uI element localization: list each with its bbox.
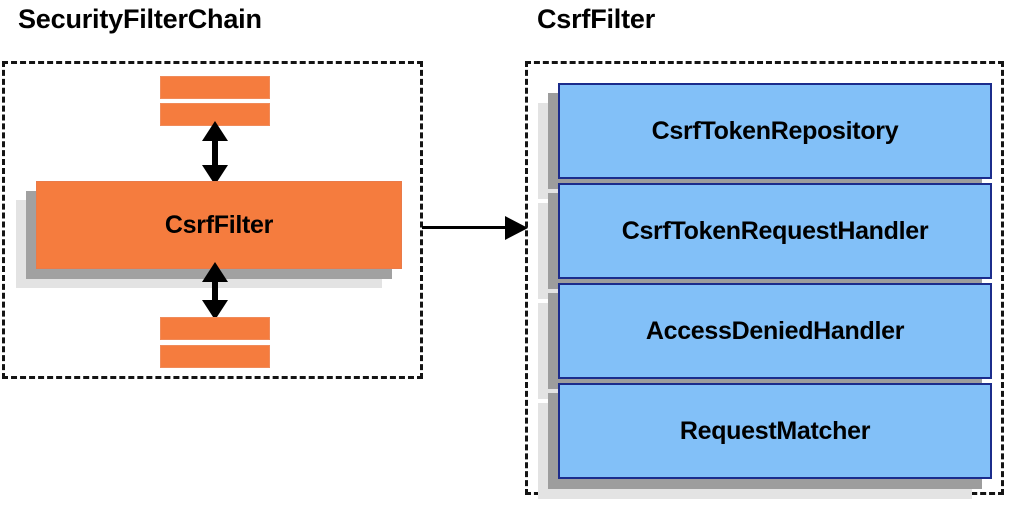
- component-box-stack: AccessDeniedHandler: [538, 283, 992, 399]
- arrow-head-down-icon: [202, 165, 228, 185]
- arrow-shaft: [212, 278, 218, 306]
- top-bidirectional-arrow: [202, 121, 228, 185]
- component-box-stack: RequestMatcher: [538, 383, 992, 499]
- component-box-label: CsrfTokenRequestHandler: [621, 216, 929, 245]
- component-box-access-denied-handler[interactable]: AccessDeniedHandler: [558, 283, 992, 379]
- filter-bar-bottom-1: [160, 317, 270, 340]
- security-filter-chain-title: SecurityFilterChain: [18, 4, 262, 34]
- filter-bar-bottom-2: [160, 345, 270, 368]
- arrow-shaft: [422, 226, 506, 229]
- filter-bar-top-1: [160, 76, 270, 99]
- component-box-label: CsrfTokenRepository: [651, 116, 899, 145]
- component-box-label: RequestMatcher: [679, 416, 871, 445]
- csrf-filter-box-label: CsrfFilter: [164, 210, 274, 239]
- csrf-filter-to-details-arrow: [422, 216, 528, 240]
- arrow-head-up-icon: [202, 121, 228, 141]
- arrow-head-up-icon: [202, 262, 228, 282]
- csrf-filter-title: CsrfFilter: [537, 4, 656, 34]
- arrow-head-down-icon: [202, 300, 228, 320]
- component-box-csrf-token-request-handler[interactable]: CsrfTokenRequestHandler: [558, 183, 992, 279]
- component-box-stack: CsrfTokenRepository: [538, 83, 992, 199]
- component-box-request-matcher[interactable]: RequestMatcher: [558, 383, 992, 479]
- component-box-stack: CsrfTokenRequestHandler: [538, 183, 992, 299]
- component-box-csrf-token-repository[interactable]: CsrfTokenRepository: [558, 83, 992, 179]
- security-filter-chain-panel: [2, 61, 423, 379]
- csrf-filter-box[interactable]: CsrfFilter: [36, 181, 402, 269]
- arrow-shaft: [212, 137, 218, 171]
- bottom-bidirectional-arrow: [202, 262, 228, 320]
- arrow-head-right-icon: [505, 216, 528, 240]
- component-box-label: AccessDeniedHandler: [645, 316, 905, 345]
